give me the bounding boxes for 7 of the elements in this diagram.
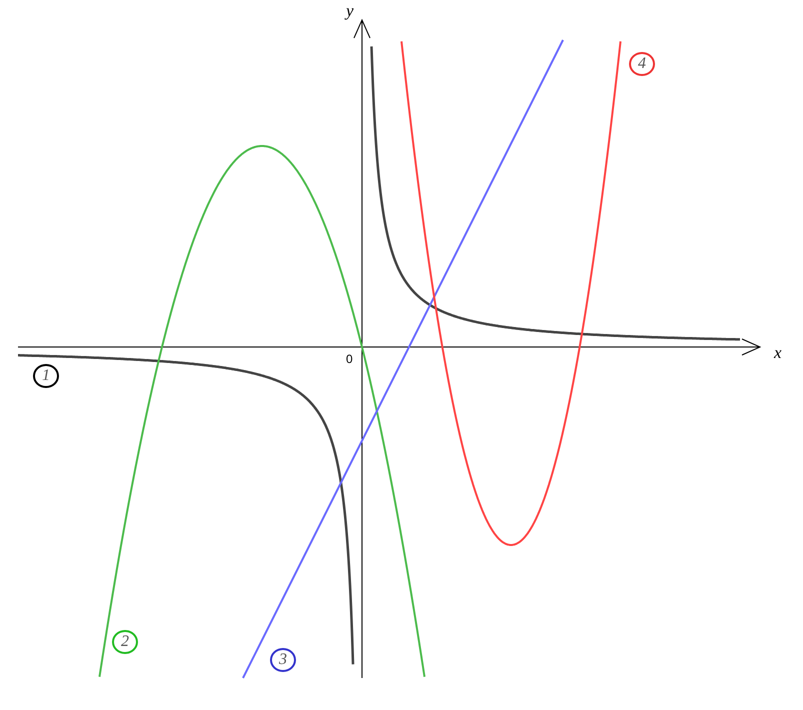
axis-label: y [346,2,354,19]
callout-number: 1 [33,364,59,388]
axis-label: x [774,344,782,361]
callout-number: 4 [629,52,655,76]
origin-label: 0 [346,353,353,365]
callout-number: 3 [270,648,296,672]
callout-number: 2 [112,630,138,654]
